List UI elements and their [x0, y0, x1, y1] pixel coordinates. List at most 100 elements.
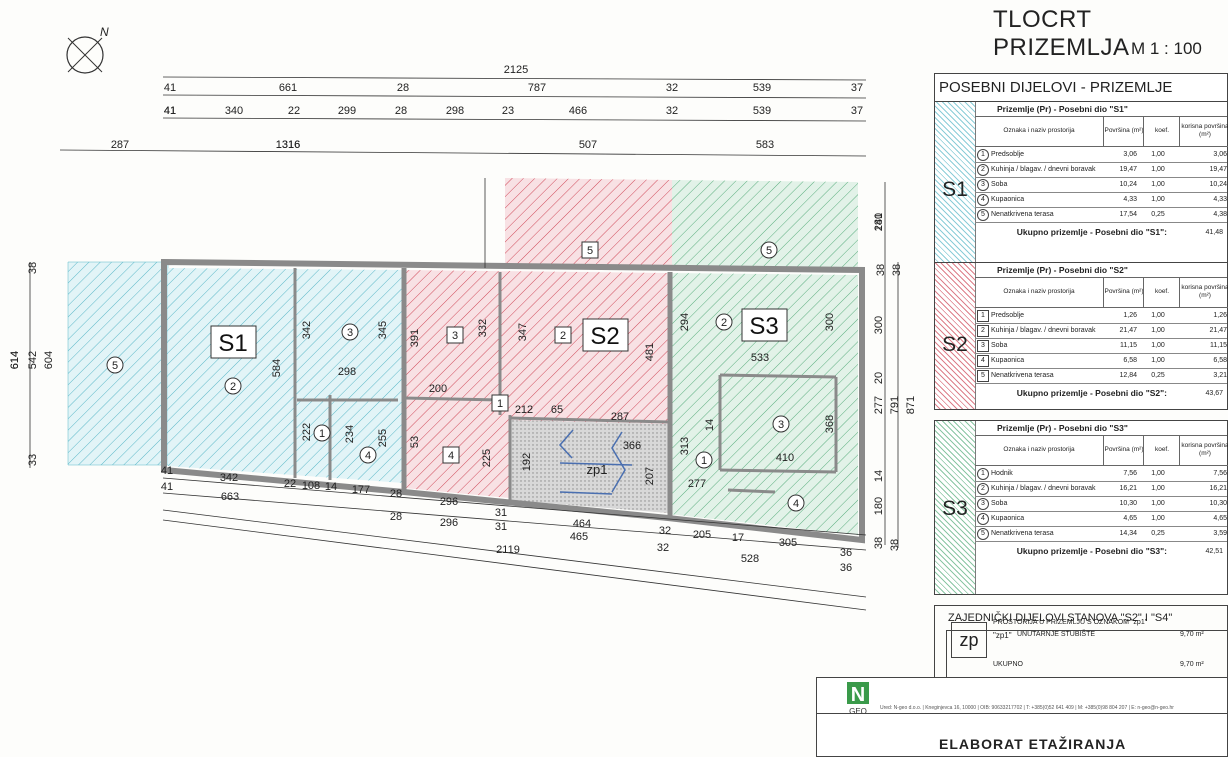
column-header-useful: korisna površina (m²)	[1179, 277, 1228, 308]
column-header-name: Oznaka i naziv prostorija	[975, 277, 1103, 308]
unit-label: S1	[942, 178, 968, 201]
section-heading: Prizemlje (Pr) - Posebni dio "S2"	[975, 263, 1227, 278]
dimension-label: 584	[271, 359, 283, 377]
column-header-area: Površina (m²)	[1103, 435, 1144, 466]
cell-num: 2	[977, 164, 989, 176]
total-label: Ukupno prizemlje - Posebni dio "S3":	[1016, 546, 1167, 556]
column-header-area: Površina (m²)	[1103, 116, 1144, 147]
dimension-label: 791	[889, 396, 901, 414]
unit-s3-label-box	[741, 308, 788, 342]
dimension-label: 28	[390, 488, 402, 500]
dimension-label: 277	[873, 396, 885, 414]
unit-s1-label: S1	[218, 330, 247, 357]
room-mark: 3	[452, 330, 458, 342]
dimension-label: 583	[756, 139, 774, 151]
dimension-label: 207	[644, 467, 656, 485]
dimension-label: 2119	[496, 544, 520, 556]
dimension-label: 507	[579, 139, 597, 151]
dimension-label: 342	[301, 321, 313, 339]
footer-divider	[816, 713, 1228, 714]
dimension-label: 38	[889, 539, 901, 551]
dimension-label: 41	[164, 105, 176, 117]
dimension-label: 222	[301, 423, 313, 441]
dimension-label: 32	[657, 542, 669, 554]
drawing-scale: M 1 : 100	[1131, 39, 1202, 58]
room-mark: 4	[793, 498, 799, 510]
dimension-label: 340	[225, 105, 243, 117]
zp-badge: zp	[951, 622, 987, 658]
dimension-label: 14	[325, 481, 337, 493]
cell-area: 6,58	[1123, 357, 1137, 364]
common-parts-table	[946, 630, 1228, 679]
cell-area: 4,65	[1123, 515, 1137, 522]
compass-north-label: N	[100, 25, 109, 39]
common-parts-title: ZAJEDNIČKI DIJELOVI STANOVA "S2" I "S4"	[948, 612, 1173, 624]
room-mark: 5	[766, 245, 772, 257]
document-title: ELABORAT ETAŽIRANJA	[939, 736, 1127, 752]
dimension-label: 528	[741, 553, 759, 565]
stair-arrows	[558, 429, 633, 495]
room-mark: 3	[778, 419, 784, 431]
dimension-label: 37	[851, 82, 863, 94]
cell-name: Nenatkrivena terasa	[991, 530, 1054, 537]
cell-num: 1	[977, 310, 989, 322]
dimension-label: 465	[570, 531, 588, 543]
dimension-label: 177	[352, 484, 370, 496]
cell-num: 5	[977, 370, 989, 382]
cell-name: Kupaonica	[991, 515, 1025, 522]
dimension-label: 300	[824, 313, 836, 331]
dimension-label: 241	[873, 213, 885, 231]
cell-coef: 1,00	[1151, 181, 1165, 188]
room-mark: 5	[587, 245, 593, 257]
cell-area: 21,47	[1119, 327, 1137, 334]
dimension-label: 28	[395, 105, 407, 117]
unit-s3-area	[668, 273, 858, 535]
interior-walls	[293, 268, 838, 500]
cell-name: Kuhinja / blagav. / dnevni boravak	[991, 327, 1096, 334]
dimension-label: 663	[221, 491, 239, 503]
section-total: Ukupno prizemlje - Posebni dio "S3":42,5…	[975, 543, 1227, 560]
cell-name: Kuhinja / blagav. / dnevni boravak	[991, 166, 1096, 173]
room-mark: 4	[365, 450, 371, 462]
cell-coef: 1,00	[1151, 312, 1165, 319]
total-label: Ukupno prizemlje - Posebni dio "S2":	[1016, 388, 1167, 398]
dimension-label: 305	[779, 537, 797, 549]
cell-name: Kupaonica	[991, 196, 1025, 203]
cell-area: 14,34	[1119, 530, 1137, 537]
dimension-label: 38	[891, 264, 903, 276]
cell-coef: 1,00	[1151, 485, 1165, 492]
cell-area: 3,06	[1123, 151, 1137, 158]
dimension-label: 614	[9, 351, 21, 369]
total-value: 43,67	[1205, 390, 1223, 397]
room-mark: 2	[230, 381, 236, 393]
cell-name: Hodnik	[991, 470, 1013, 477]
dimension-label: 41	[161, 481, 173, 493]
common-total-label: UKUPNO	[993, 661, 1023, 668]
column-header-useful: korisna površina (m²)	[1179, 116, 1228, 147]
cell-useful: 10,30	[1209, 500, 1227, 507]
dimension-label: 299	[338, 105, 356, 117]
dimension-label: 347	[517, 323, 529, 341]
unit-color-strip	[935, 421, 976, 594]
dimension-label: 539	[753, 82, 771, 94]
dimension-lines	[29, 76, 899, 611]
dimension-label: 28	[390, 511, 402, 523]
dimension-label: 22	[284, 478, 296, 490]
dimension-label: 287	[611, 411, 629, 423]
dimension-label: 65	[551, 404, 563, 416]
cell-area: 11,15	[1120, 342, 1137, 349]
dimension-label: 180	[873, 213, 885, 231]
floor-plan: S1 S2 S3 5 2 3 1 4 5 5 3 2 4 1 2 3 1 4 z…	[9, 25, 917, 611]
dimension-label: 225	[481, 449, 493, 467]
ngeo-logo-icon: N GEO	[847, 682, 869, 716]
cell-useful: 4,33	[1213, 196, 1227, 203]
dimension-label: 277	[688, 478, 706, 490]
dimension-label: 298	[338, 366, 356, 378]
dimension-label: 53	[409, 436, 421, 448]
dimension-label: 200	[429, 383, 447, 395]
